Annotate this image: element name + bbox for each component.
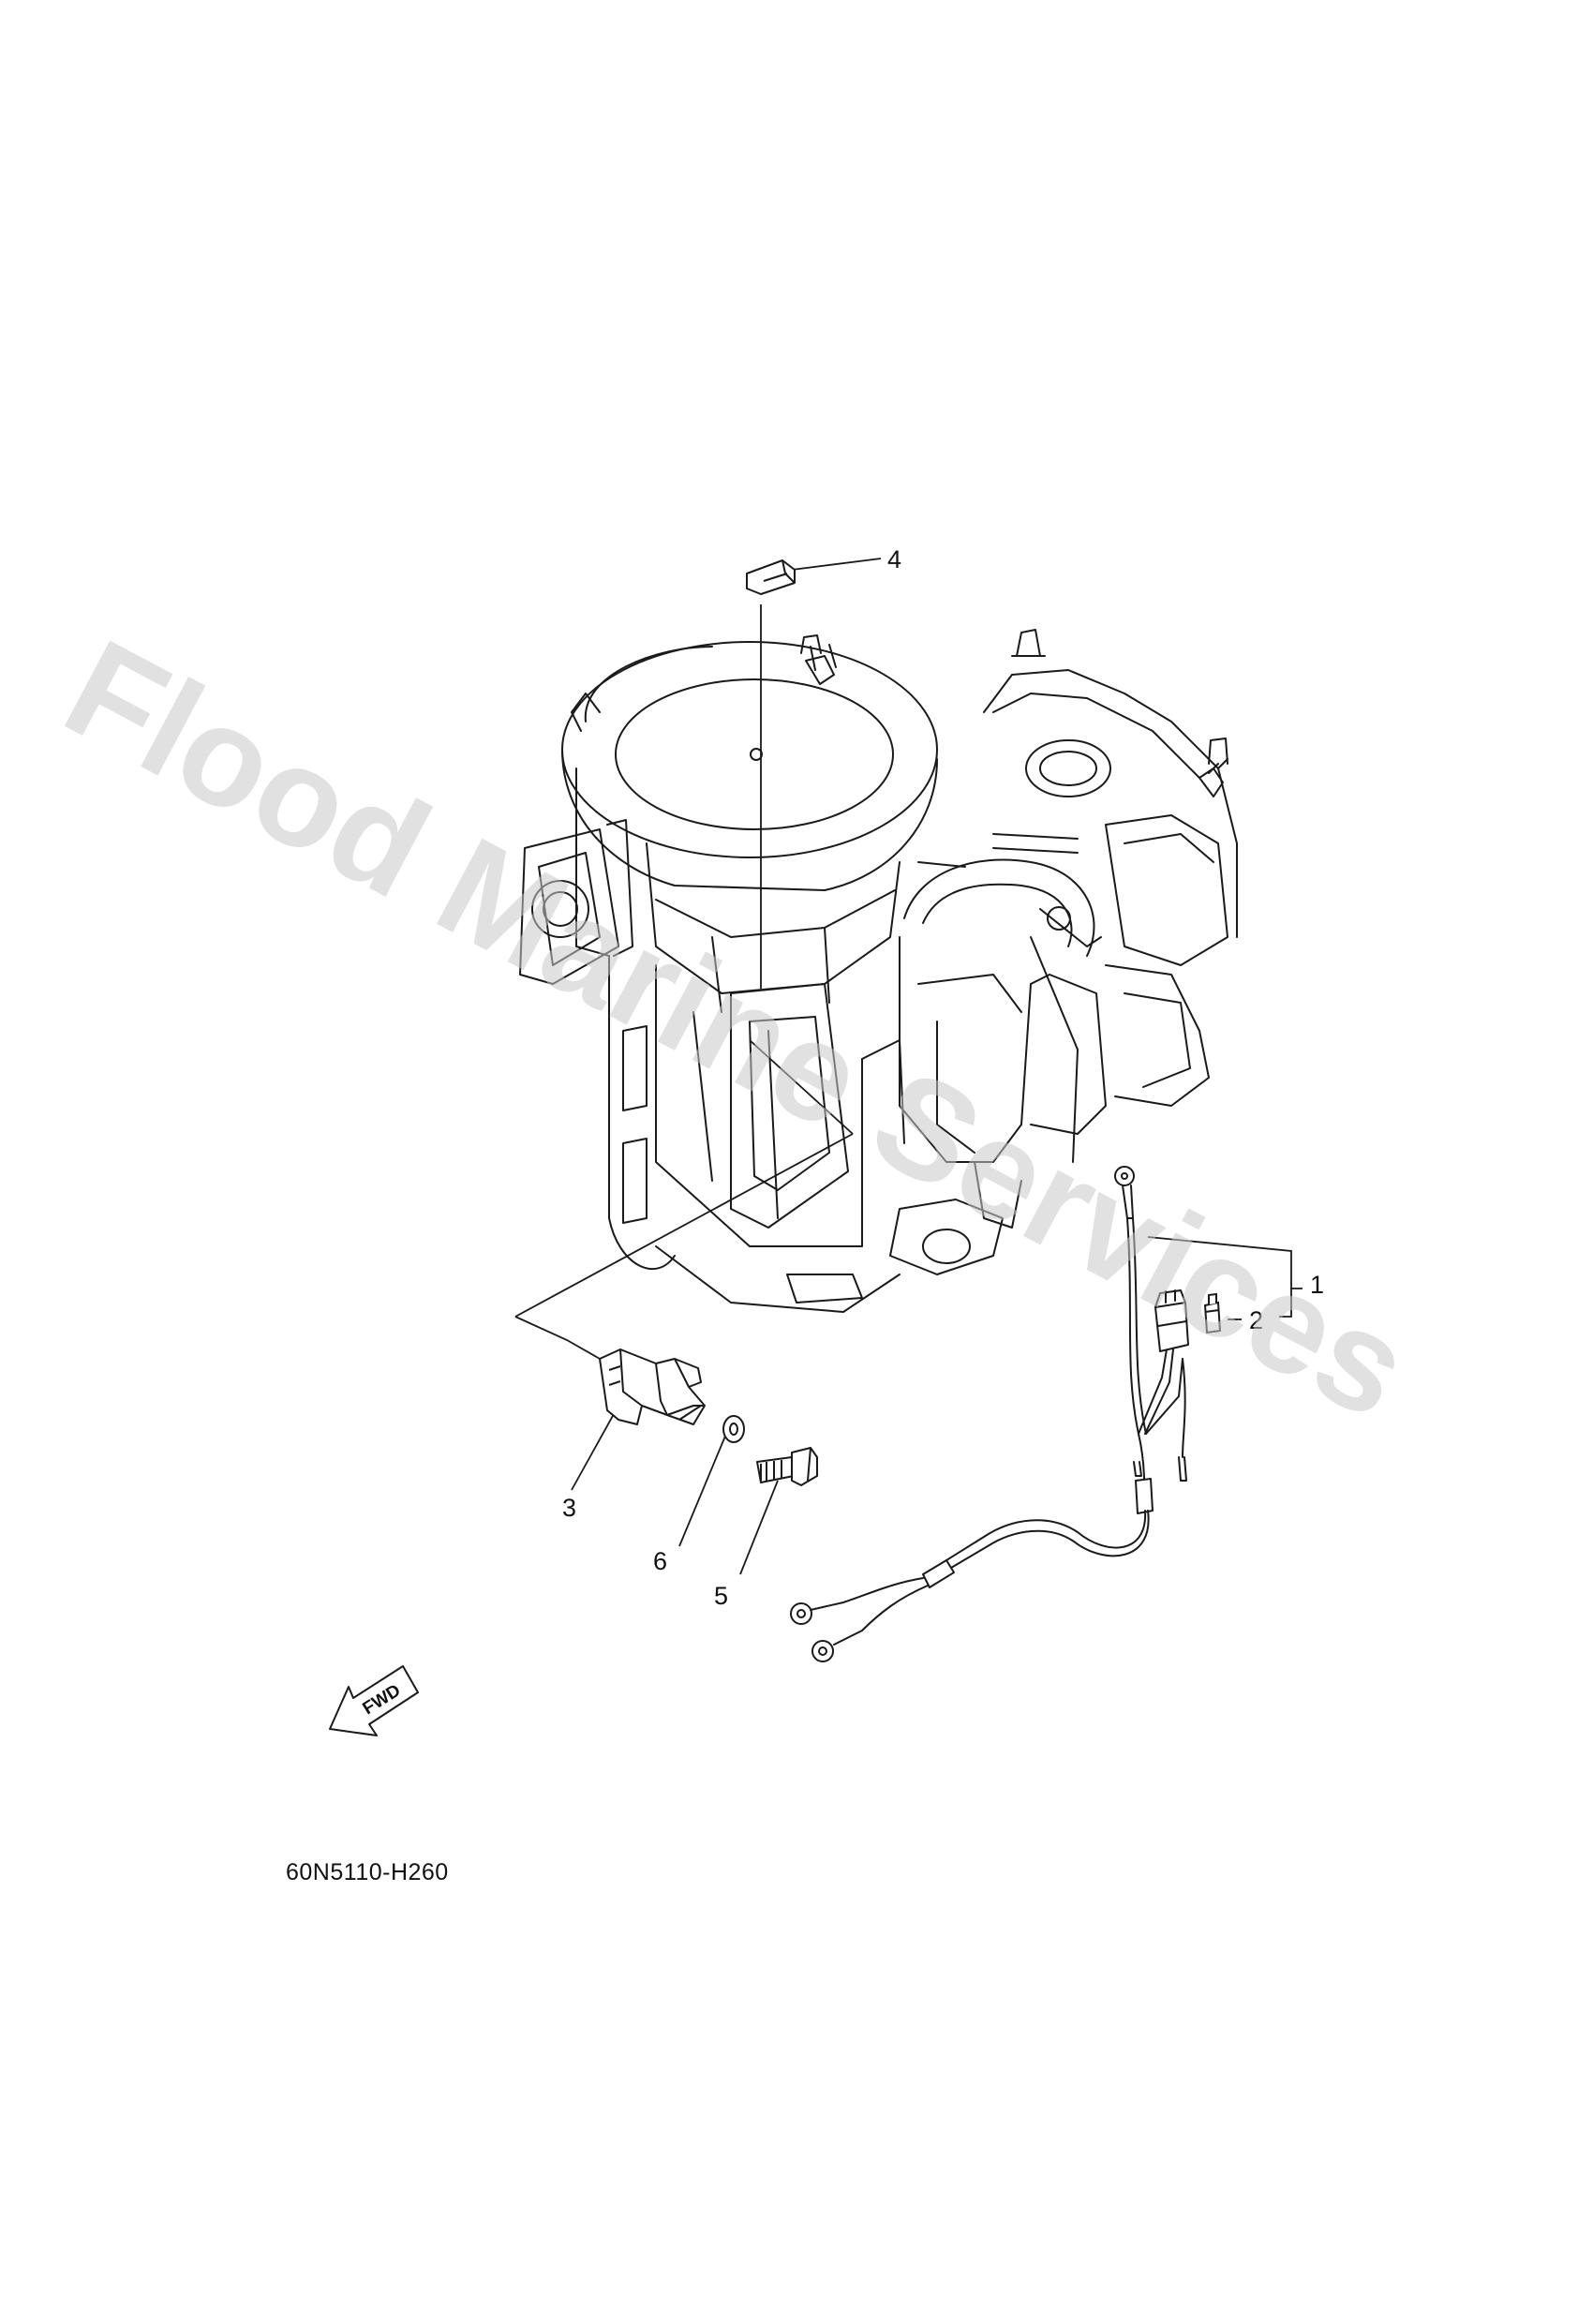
drawing-code-label: 60N5110-H260 <box>286 1859 449 1885</box>
part-5-bolt <box>756 1447 818 1486</box>
callout-6: 6 <box>653 1547 667 1575</box>
callout-4: 4 <box>887 545 901 574</box>
callout-5: 5 <box>714 1582 728 1610</box>
watermark: Flood Marine Services <box>42 609 1434 1449</box>
engine-block-illustration <box>519 629 1238 1313</box>
leader-lines <box>514 558 1303 1575</box>
callout-2: 2 <box>1249 1306 1263 1334</box>
part-1-wire-harness <box>790 1166 1189 1662</box>
part-4-clip <box>746 559 796 595</box>
part-3-bracket <box>599 1348 706 1425</box>
watermark-text: Flood Marine Services <box>42 609 1434 1449</box>
callout-labels: 1 2 3 4 5 6 <box>562 545 1324 1610</box>
callout-3: 3 <box>562 1494 576 1522</box>
part-2-fuse <box>1203 1292 1222 1334</box>
part-6-washer <box>722 1415 745 1443</box>
callout-1: 1 <box>1310 1271 1324 1299</box>
fwd-arrow-icon: FWD <box>329 1665 419 1736</box>
